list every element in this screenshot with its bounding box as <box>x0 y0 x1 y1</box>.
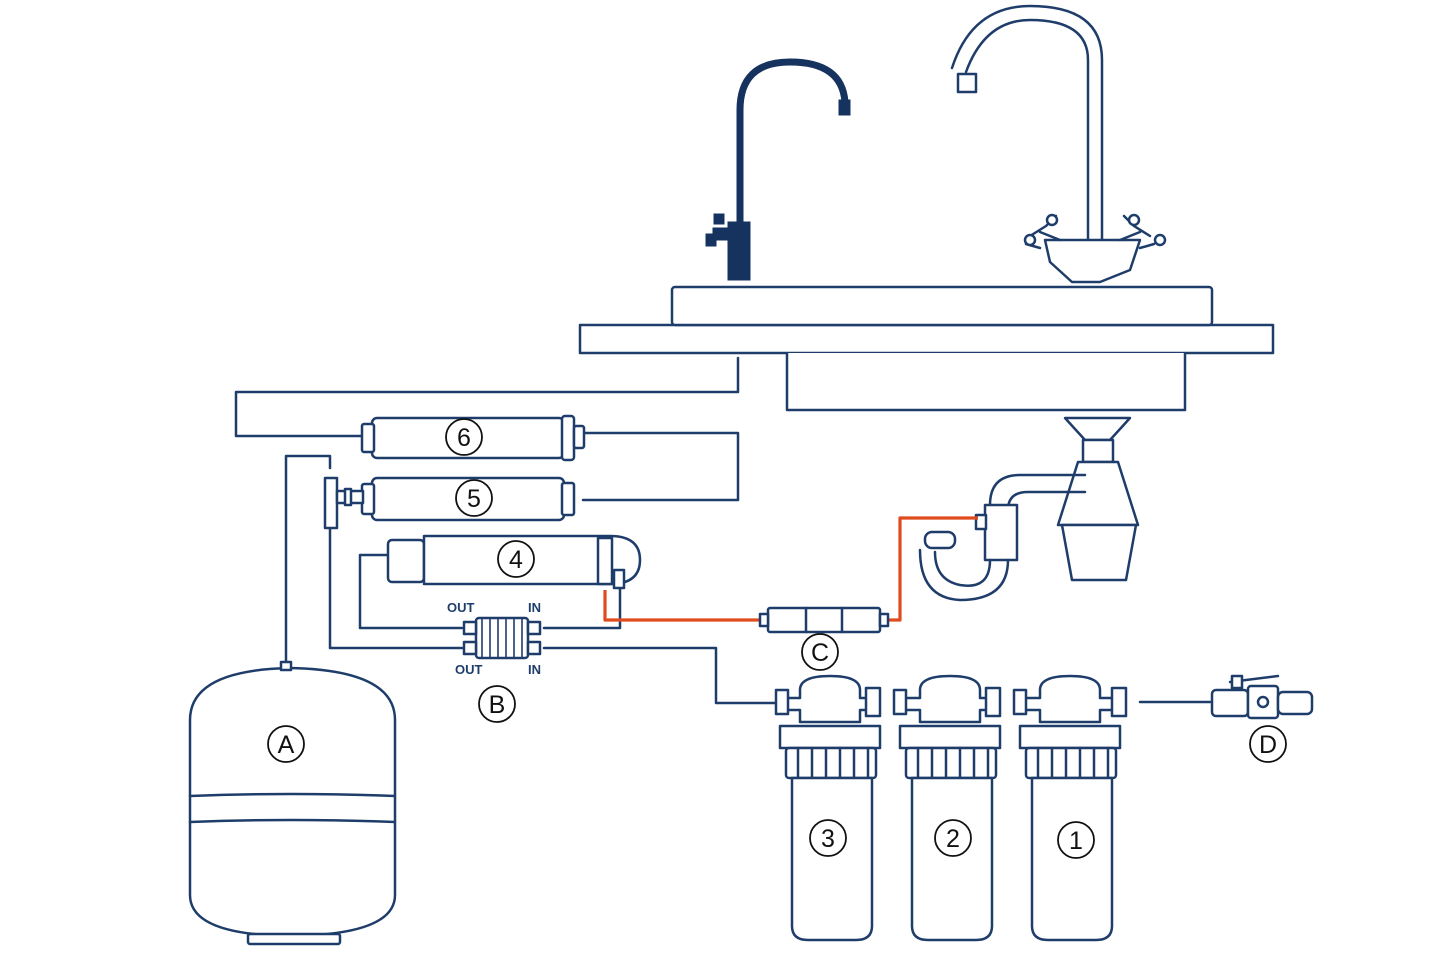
label-2-text: 2 <box>946 825 960 853</box>
port-label-in-bottom: IN <box>528 662 541 677</box>
label-5: 5 <box>455 479 493 517</box>
port-label-out-bottom: OUT <box>455 662 483 677</box>
mixer-tap-icon <box>950 4 1167 284</box>
label-b-circle <box>478 685 516 723</box>
inlet-valve-icon <box>1210 674 1314 720</box>
filter-housing-stage-3 <box>774 674 882 942</box>
label-4-text: 4 <box>509 546 523 574</box>
label-d-text: D <box>1259 731 1277 759</box>
label-c-circle <box>801 633 839 671</box>
label-4-circle <box>497 540 535 578</box>
filter-housing-stage-2 <box>892 674 1002 942</box>
label-1-circle <box>1057 821 1095 859</box>
label-2-circle <box>934 819 972 857</box>
filter-housing-stage-1 <box>1012 674 1128 942</box>
label-c: C <box>801 633 839 671</box>
label-b: B <box>478 685 516 723</box>
label-2: 2 <box>934 819 972 857</box>
drain-line <box>603 516 978 622</box>
port-label-in-top: IN <box>528 600 541 615</box>
label-d-circle <box>1249 725 1287 763</box>
label-5-text: 5 <box>467 485 481 513</box>
label-3-circle <box>809 819 847 857</box>
ro-faucet-icon <box>705 58 851 281</box>
label-6: 6 <box>445 418 483 456</box>
membrane-flow-module <box>462 616 542 660</box>
port-label-out-top: OUT <box>447 600 475 615</box>
label-6-circle <box>445 418 483 456</box>
sink-rim <box>670 285 1214 327</box>
piping-lines <box>234 356 1212 705</box>
sink-basin <box>785 353 1187 412</box>
label-6-text: 6 <box>457 424 471 452</box>
sink-drain-trap <box>918 416 1140 602</box>
label-3-text: 3 <box>821 825 835 853</box>
storage-tank <box>188 660 397 946</box>
label-1: 1 <box>1057 821 1095 859</box>
filter-stage-5 <box>323 476 576 530</box>
label-3: 3 <box>809 819 847 857</box>
flow-restrictor <box>758 606 890 634</box>
label-a-text: A <box>278 731 295 759</box>
label-b-text: B <box>489 691 506 719</box>
label-4: 4 <box>497 540 535 578</box>
label-a: A <box>267 725 305 763</box>
countertop <box>578 323 1275 355</box>
label-5-circle <box>455 479 493 517</box>
label-1-text: 1 <box>1069 827 1083 855</box>
label-a-circle <box>267 725 305 763</box>
label-c-text: C <box>811 639 829 667</box>
label-d: D <box>1249 725 1287 763</box>
